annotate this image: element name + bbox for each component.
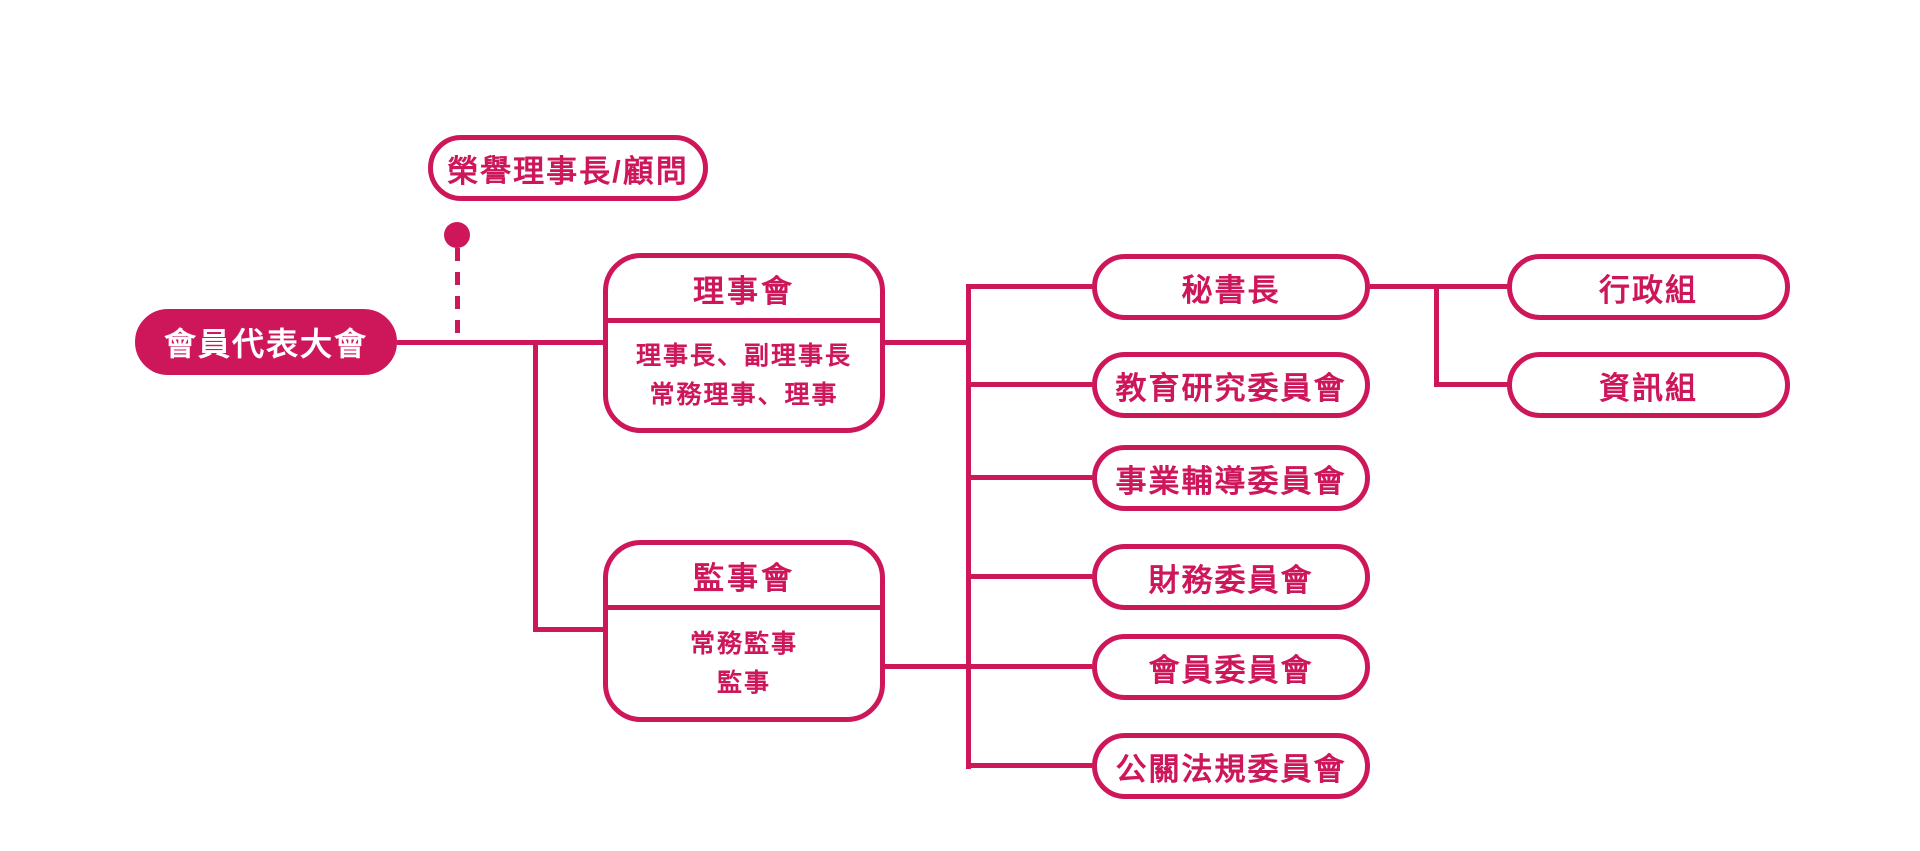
node-committee-education-research: 教育研究委員會 xyxy=(1092,352,1370,418)
board-members-line2: 常務理事、理事 xyxy=(649,380,839,409)
board-title: 理事會 xyxy=(608,258,880,323)
connector-branch-info-group xyxy=(1434,382,1509,387)
supervisory-members: 常務監事 監事 xyxy=(608,610,880,717)
node-supervisory-board: 監事會 常務監事 監事 xyxy=(603,540,885,722)
connector-assembly-board xyxy=(397,340,603,345)
group-spine xyxy=(1434,284,1439,387)
connector-branch-secretary xyxy=(966,284,1092,289)
connector-branch-admin-group xyxy=(1434,284,1509,289)
connector-secretary-spine xyxy=(1370,284,1437,289)
board-members-line1: 理事長、副理事長 xyxy=(635,341,852,370)
dashed-connector-honorary xyxy=(455,248,460,342)
supervisory-members-line1: 常務監事 xyxy=(689,629,798,658)
node-board-of-directors: 理事會 理事長、副理事長 常務理事、理事 xyxy=(603,253,885,433)
node-secretary-general: 秘書長 xyxy=(1092,254,1370,320)
connector-branch-committee-membership xyxy=(883,664,1092,669)
connector-dot xyxy=(444,222,470,248)
node-committee-pr-legal: 公關法規委員會 xyxy=(1092,733,1370,799)
connector-into-supervisory xyxy=(533,627,603,632)
board-members: 理事長、副理事長 常務理事、理事 xyxy=(608,323,880,428)
node-committee-finance: 財務委員會 xyxy=(1092,544,1370,610)
node-honorary-chairman-advisor: 榮譽理事長/顧問 xyxy=(428,135,708,201)
connector-branch-committee-pr xyxy=(966,763,1092,768)
supervisory-title: 監事會 xyxy=(608,545,880,610)
node-committee-business-guidance: 事業輔導委員會 xyxy=(1092,445,1370,511)
node-admin-group: 行政組 xyxy=(1507,254,1790,320)
connector-board-spine xyxy=(885,340,968,345)
node-info-group: 資訊組 xyxy=(1507,352,1790,418)
node-committee-membership: 會員委員會 xyxy=(1092,634,1370,700)
connector-branch-committee-finance xyxy=(966,574,1092,579)
connector-branch-committee-education xyxy=(966,382,1092,387)
committee-spine xyxy=(966,284,971,769)
connector-branch-down-supervisory xyxy=(533,340,538,632)
node-member-assembly: 會員代表大會 xyxy=(135,309,397,375)
connector-branch-committee-business xyxy=(966,475,1092,480)
supervisory-members-line2: 監事 xyxy=(716,668,771,697)
